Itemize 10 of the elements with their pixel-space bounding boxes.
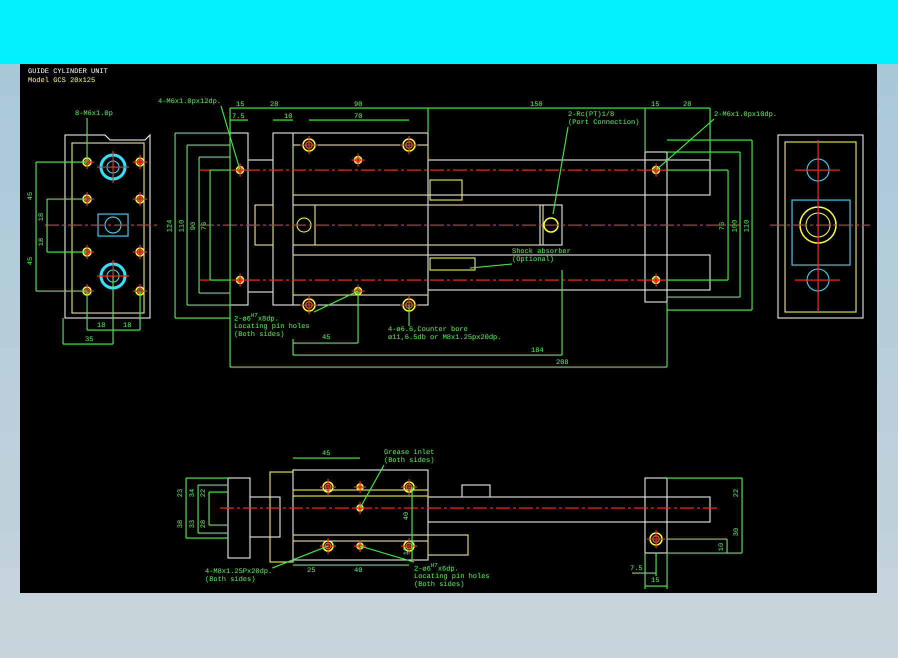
leader-line — [220, 106, 240, 170]
leader-line — [360, 546, 414, 562]
leader-line — [360, 464, 384, 508]
leader-line — [656, 118, 714, 170]
leader-line — [272, 546, 328, 568]
leader-line — [86, 118, 88, 162]
leader-line — [552, 126, 568, 214]
leader-line — [408, 304, 410, 326]
leader-line — [470, 264, 512, 268]
leader-line — [314, 290, 358, 312]
